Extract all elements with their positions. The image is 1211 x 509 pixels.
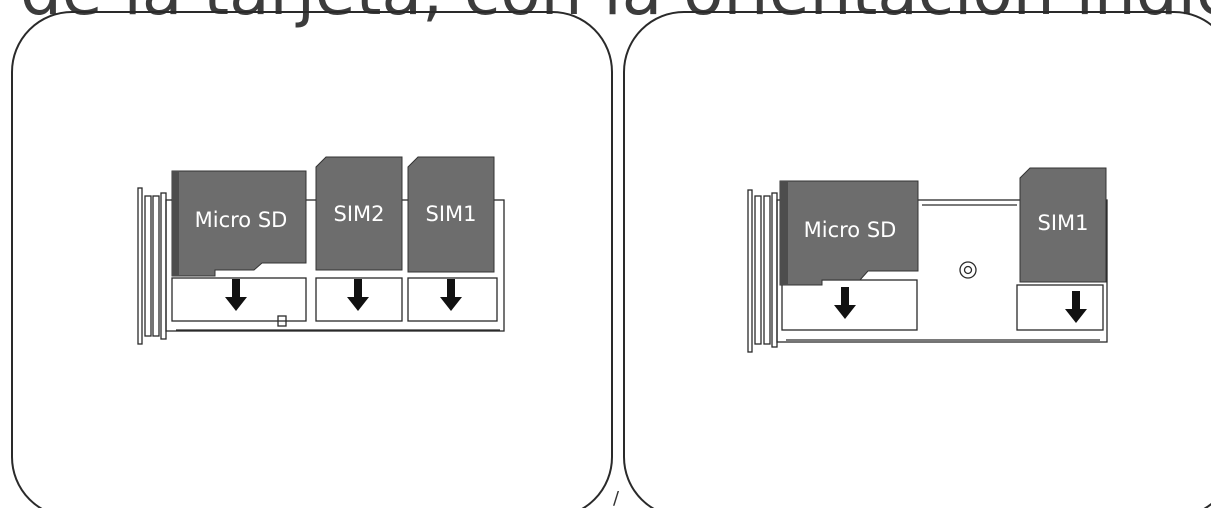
left-microsd-label: Micro SD (195, 208, 288, 232)
left-sim1-arrow-icon (440, 279, 462, 311)
left-microsd-arrow-icon (225, 279, 247, 311)
left-tray-frame (137, 187, 505, 345)
right-sim1-label: SIM1 (1037, 211, 1088, 235)
left-sim2-card: SIM2 (315, 156, 403, 271)
instruction-heading: de la tarjeta, con la orientación indica… (20, 0, 1211, 32)
stray-mark: / (613, 488, 620, 509)
left-sim1-card: SIM1 (407, 156, 495, 273)
right-sim1-arrow-icon (1065, 291, 1087, 323)
right-sim1-card: SIM1 (1019, 167, 1107, 283)
left-panel: Micro SD SIM2 SIM1 (11, 11, 613, 508)
left-sim2-arrow-icon (347, 279, 369, 311)
right-microsd-arrow-icon (834, 287, 856, 319)
left-microsd-card: Micro SD (171, 170, 307, 277)
right-microsd-label: Micro SD (804, 218, 897, 242)
left-sim2-label: SIM2 (333, 202, 384, 226)
right-microsd-card: Micro SD (779, 180, 919, 286)
right-panel: Micro SD SIM1 (623, 11, 1211, 508)
left-sim1-label: SIM1 (425, 202, 476, 226)
